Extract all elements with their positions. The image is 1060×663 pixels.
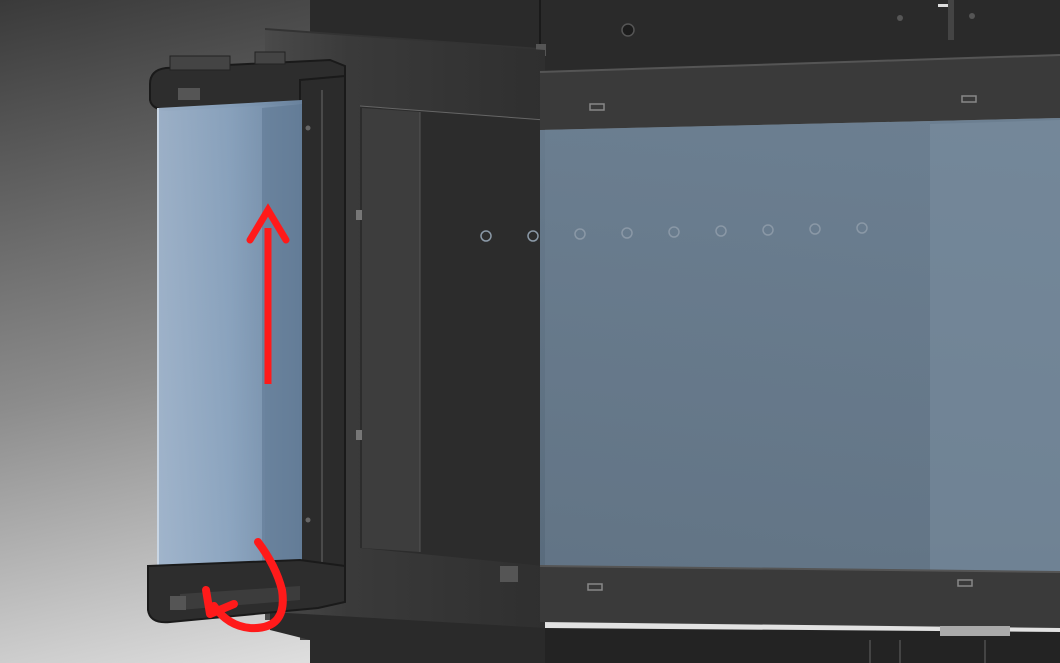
lift-arrow — [246, 203, 290, 384]
tilt-arrow — [202, 538, 287, 633]
removed-door — [147, 51, 346, 624]
base — [270, 612, 1060, 663]
vent-holes — [480, 222, 868, 242]
upper-frame — [540, 55, 1060, 130]
lower-frame — [540, 566, 1060, 628]
